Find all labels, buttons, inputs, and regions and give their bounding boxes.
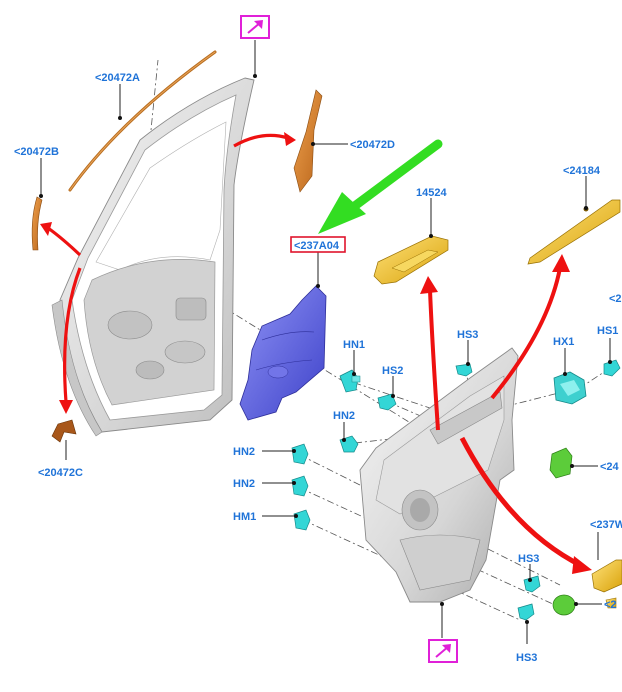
label-hx1[interactable]: HX1	[553, 336, 574, 348]
fastener-hm1[interactable]	[293, 509, 311, 531]
label-hs1[interactable]: HS1	[597, 325, 618, 337]
label-hs3-top[interactable]: HS3	[457, 329, 478, 341]
label-hs2[interactable]: HS2	[382, 365, 403, 377]
fastener-hn2-mid[interactable]	[339, 435, 359, 453]
part-yellow-small[interactable]	[605, 597, 617, 609]
label-hn1[interactable]: HN1	[343, 339, 365, 351]
fastener-hs1[interactable]	[603, 359, 621, 377]
label-cut-1[interactable]: <2	[609, 293, 622, 305]
label-14524[interactable]: 14524	[416, 187, 447, 199]
label-hs3-bottom-a[interactable]: HS3	[518, 553, 539, 565]
part-green-switch[interactable]	[549, 447, 573, 479]
label-20472A[interactable]: <20472A	[95, 72, 140, 84]
part-24184-strip[interactable]	[527, 199, 621, 265]
label-cut-4[interactable]: <2	[604, 599, 617, 611]
label-237A04[interactable]: <237A04	[294, 240, 340, 252]
part-20472D-trim[interactable]	[293, 89, 323, 193]
label-hm1[interactable]: HM1	[233, 511, 256, 523]
label-cut-3[interactable]: <237W	[590, 519, 622, 531]
fastener-hs3-top[interactable]	[455, 363, 473, 377]
fastener-hn2-b[interactable]	[291, 475, 309, 497]
part-20472B-strip[interactable]	[31, 196, 43, 251]
highlight-box	[290, 236, 346, 253]
door-trim-panel[interactable]	[359, 347, 519, 603]
label-hn2-mid[interactable]: HN2	[333, 410, 355, 422]
link-arrow-icon[interactable]	[240, 15, 270, 39]
fastener-hs2[interactable]	[377, 393, 397, 411]
label-20472D[interactable]: <20472D	[350, 139, 395, 151]
part-labels: <20472A <20472B <20472D <20472C <237A04 …	[14, 72, 622, 664]
part-green-cap[interactable]	[552, 594, 576, 616]
leader-lines	[39, 40, 612, 644]
label-24184[interactable]: <24184	[563, 165, 601, 177]
label-hn2-a[interactable]: HN2	[233, 446, 255, 458]
part-237W-grille[interactable]	[591, 559, 622, 593]
part-20472C-clip[interactable]	[51, 419, 77, 443]
label-hn2-b[interactable]: HN2	[233, 478, 255, 490]
part-237A04-watershield[interactable]	[239, 285, 327, 421]
red-arrows	[40, 132, 592, 574]
fastener-hn2-a[interactable]	[291, 443, 309, 465]
fastener-hx1[interactable]	[553, 371, 587, 405]
door-inner-panel[interactable]	[51, 77, 255, 437]
label-20472C[interactable]: <20472C	[38, 467, 83, 479]
fastener-hs3-bottom-b[interactable]	[517, 603, 535, 621]
fastener-hs3-bottom-a[interactable]	[523, 575, 541, 593]
green-arrow	[318, 139, 443, 234]
label-20472B[interactable]: <20472B	[14, 146, 59, 158]
part-20472A-weatherstrip[interactable]	[68, 50, 217, 192]
part-14524-bezel[interactable]	[373, 235, 449, 285]
label-cut-2[interactable]: <24	[600, 461, 620, 473]
fastener-hn1[interactable]	[339, 369, 361, 393]
link-arrow-icon[interactable]	[428, 639, 458, 663]
label-hs3-bottom-b[interactable]: HS3	[516, 652, 537, 664]
